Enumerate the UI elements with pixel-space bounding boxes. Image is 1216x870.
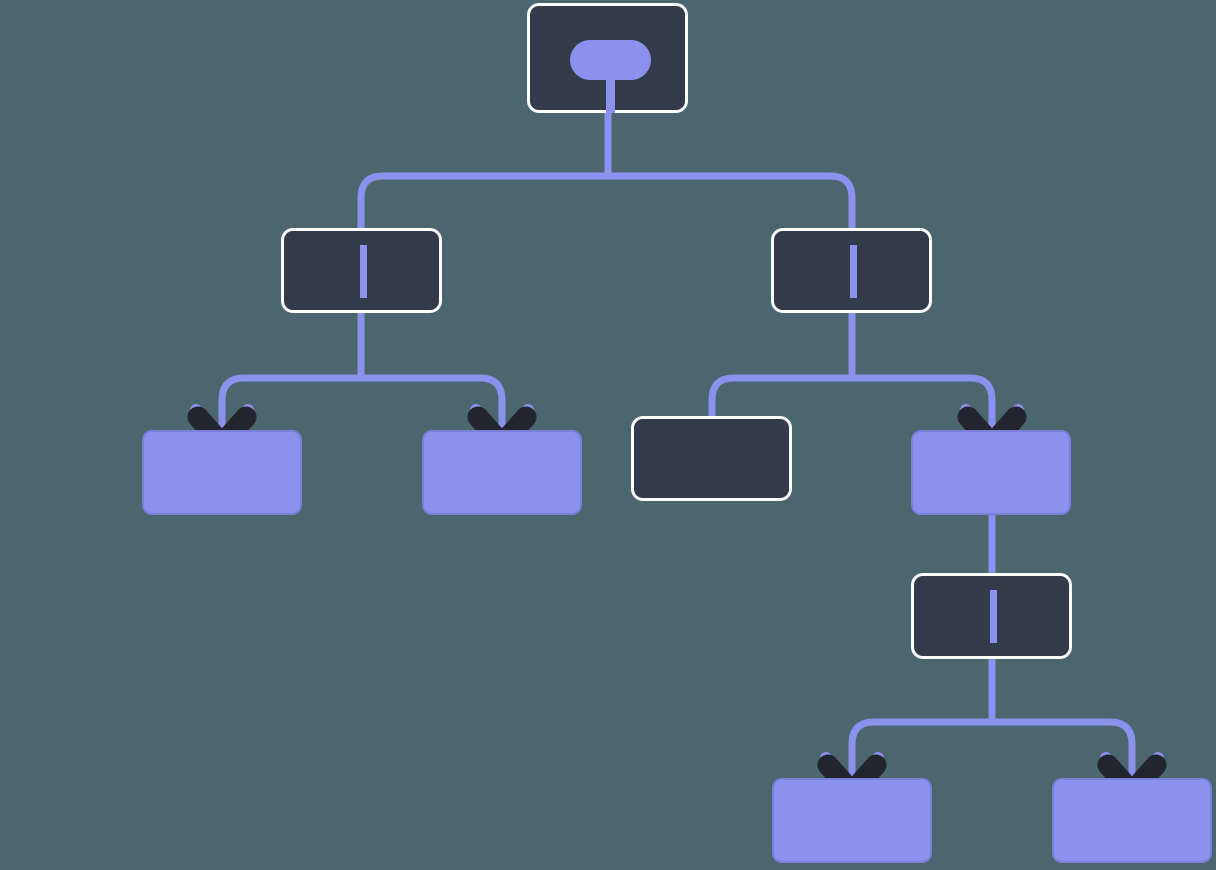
edge-branch-to-leaf4[interactable] xyxy=(848,652,996,786)
leaf-node-1[interactable] xyxy=(142,430,302,515)
branch-node-lower-right[interactable] xyxy=(911,573,1072,659)
leaf-node-5[interactable] xyxy=(1052,778,1212,863)
pill-lollipop-icon xyxy=(570,40,651,80)
node-inner-line xyxy=(360,245,367,298)
root-node[interactable] xyxy=(527,3,688,113)
edge-root-to-left[interactable] xyxy=(357,110,612,240)
node-inner-line xyxy=(990,590,997,643)
edge-left-to-leaf2[interactable] xyxy=(357,305,506,438)
pill-stem-icon xyxy=(606,61,615,113)
leaf-node-3[interactable] xyxy=(911,430,1071,515)
branch-node-left[interactable] xyxy=(281,228,442,313)
branch-node-right[interactable] xyxy=(771,228,932,313)
edge-branch-to-leaf5[interactable] xyxy=(988,652,1136,786)
edge-right-to-terminal[interactable] xyxy=(708,305,856,420)
leaf-node-2[interactable] xyxy=(422,430,582,515)
terminal-dark-node[interactable] xyxy=(631,416,792,501)
node-inner-line xyxy=(850,245,857,298)
edge-left-to-leaf1[interactable] xyxy=(218,305,365,438)
edge-root-to-right[interactable] xyxy=(604,110,856,240)
edge-right-to-leaf3[interactable] xyxy=(848,305,996,438)
leaf-node-4[interactable] xyxy=(772,778,932,863)
